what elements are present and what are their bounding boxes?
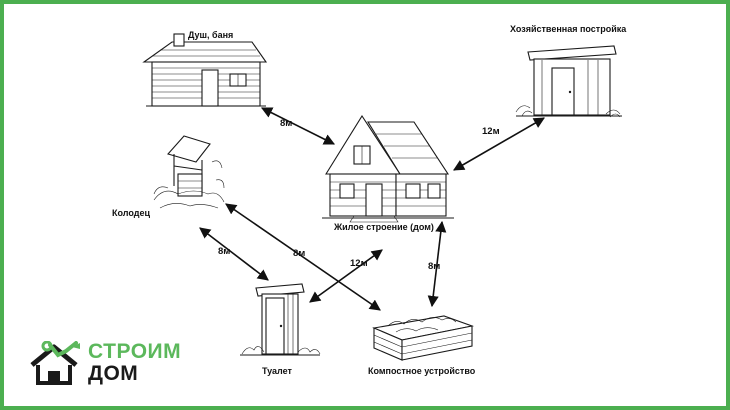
label-bathhouse: Душ, баня: [188, 30, 233, 40]
distance-bath-house: 8м: [280, 118, 292, 129]
label-house: Жилое строение (дом): [333, 222, 434, 232]
well-icon: [153, 135, 225, 209]
arrow-well-toilet: [199, 227, 269, 281]
arrow-house-compost: [427, 220, 447, 308]
outhouse-icon: [240, 283, 321, 356]
label-toilet: Туалет: [262, 366, 293, 376]
log-bathhouse-icon: [142, 33, 268, 107]
connector-arrows: [199, 107, 545, 311]
logo-line-1: СТРОИМ: [88, 340, 182, 363]
site-logo[interactable]: СТРОИМ ДОМ: [28, 340, 198, 389]
logo-text: СТРОИМ ДОМ: [88, 341, 181, 385]
arrow-house-toilet: [309, 249, 383, 303]
distance-well-toilet: 8м: [218, 246, 230, 257]
distance-house-toilet: 12м: [350, 258, 368, 269]
label-compost: Компостное устройство: [368, 366, 476, 376]
distance-shed-house: 12м: [482, 126, 500, 137]
label-shed: Хозяйственная постройка: [510, 24, 627, 34]
shed-icon: [515, 45, 622, 118]
logo-line-2: ДОМ: [88, 362, 139, 385]
distance-house-compost: 8м: [428, 261, 440, 272]
distance-diagram: 8м 12м 8м 8м 12м 8м Душ, баня Хозяйствен…: [112, 24, 627, 376]
log-house-icon: [322, 114, 454, 223]
distance-well-compost: 8м: [293, 248, 305, 259]
compost-bin-icon: [372, 315, 475, 361]
house-wrench-logo-icon: [30, 340, 80, 385]
arrow-shed-house: [453, 117, 545, 171]
label-well: Колодец: [112, 208, 150, 218]
arrow-bath-house: [260, 107, 336, 145]
